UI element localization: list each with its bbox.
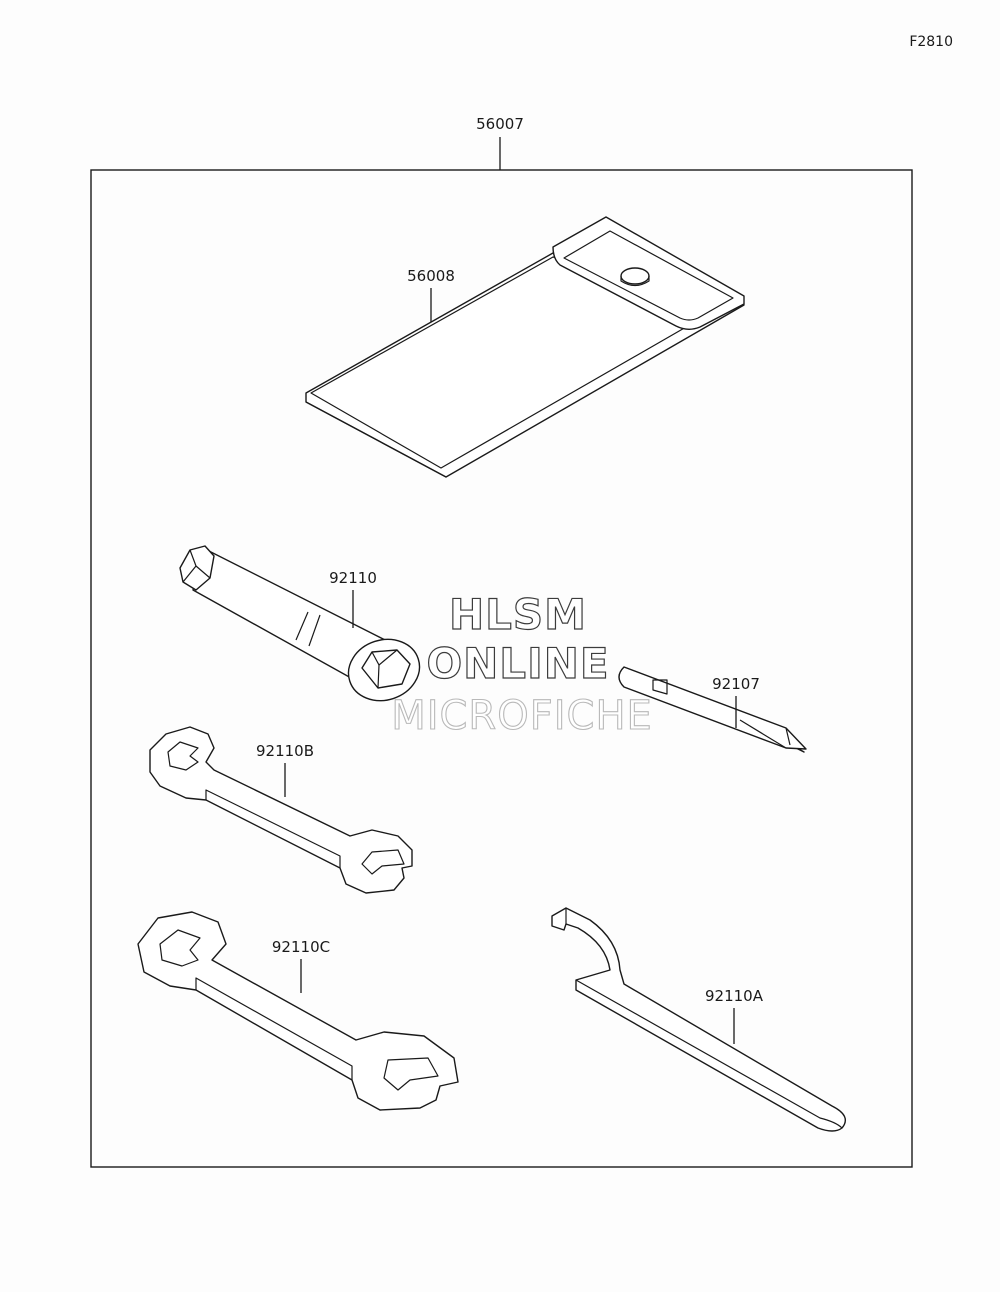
watermark: HLSM ONLINE MICROFICHE [391, 589, 653, 739]
small-wrench-drawing [149, 726, 413, 894]
label-kit[interactable]: 56007 [476, 115, 524, 133]
plug-wrench-drawing [179, 545, 421, 702]
hook-wrench-drawing [551, 907, 846, 1132]
screwdriver-drawing [618, 666, 807, 753]
watermark-line-1: HLSM [449, 590, 587, 639]
label-screwdriver[interactable]: 92107 [712, 675, 760, 693]
label-case[interactable]: 56008 [407, 267, 455, 285]
kit-frame [90, 169, 913, 1168]
watermark-line-2: ONLINE [426, 639, 609, 688]
label-large-wrench[interactable]: 92110C [272, 938, 330, 956]
label-plug-wrench[interactable]: 92110 [329, 569, 377, 587]
figure-code: F2810 [909, 34, 953, 50]
label-hook-wrench[interactable]: 92110A [705, 987, 764, 1005]
label-small-wrench[interactable]: 92110B [256, 742, 314, 760]
large-wrench-drawing [137, 911, 459, 1111]
watermark-line-3: MICROFICHE [391, 693, 653, 739]
tool-case-drawing [305, 216, 745, 478]
